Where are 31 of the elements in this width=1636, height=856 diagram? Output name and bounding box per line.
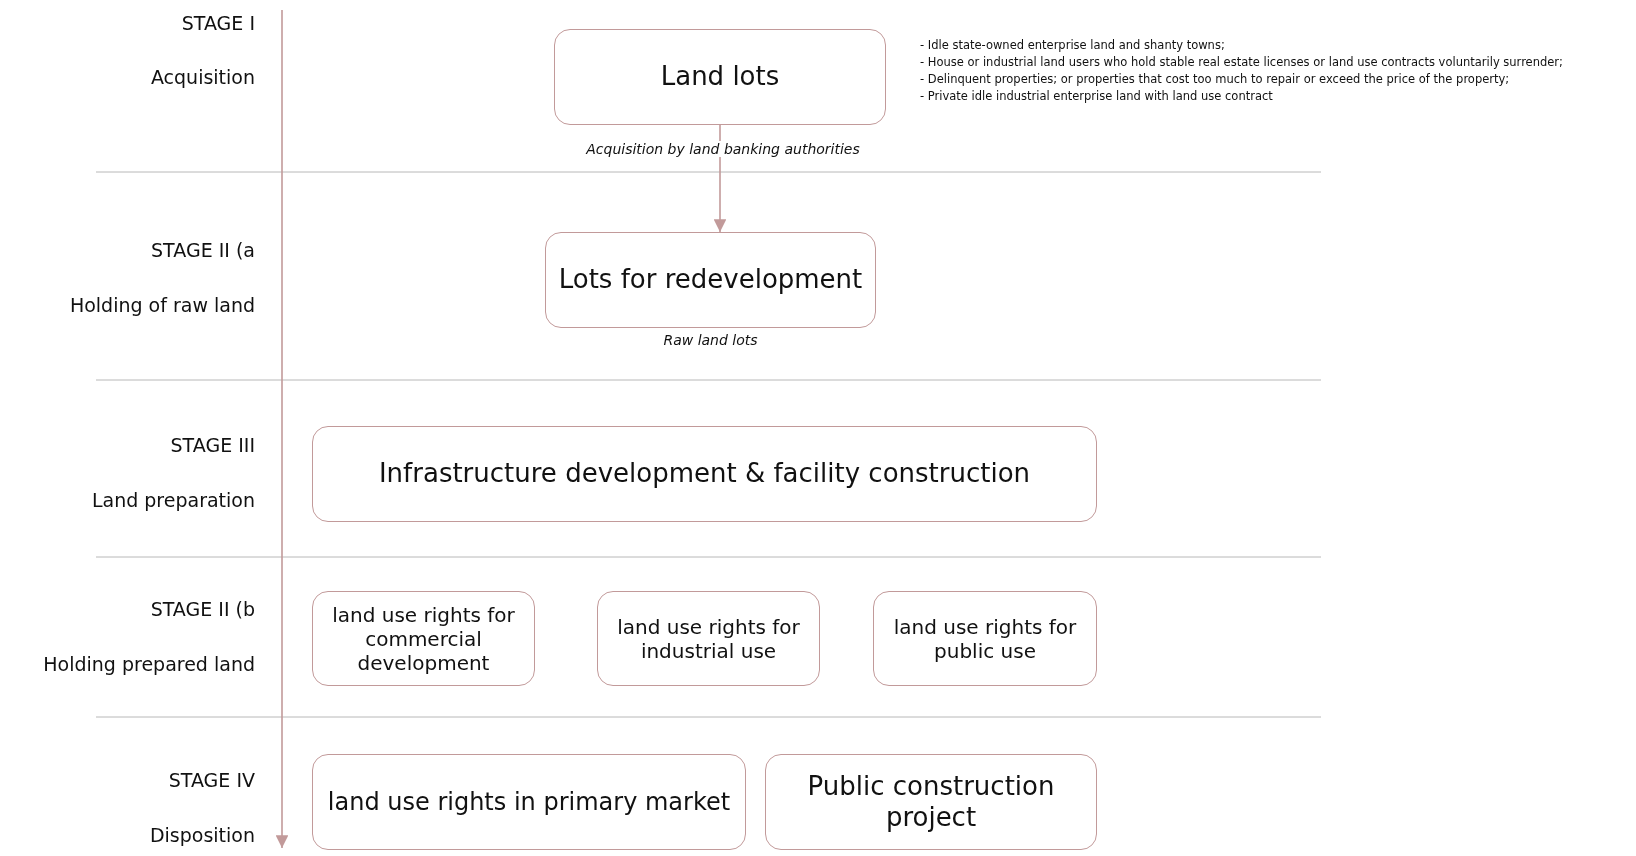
stage-label: Holding prepared land — [42, 653, 255, 675]
box-label: Public construction project — [806, 770, 1056, 834]
stage-label: Acquisition — [149, 66, 255, 88]
process-box — [312, 591, 535, 686]
stage-label: Land preparation — [90, 489, 255, 511]
note-text: - Private idle industrial enterprise land with land use contract — [920, 89, 1273, 103]
process-box — [597, 591, 820, 686]
caption-text: Raw land lots — [662, 332, 759, 348]
process-box — [873, 591, 1097, 686]
stage-label: STAGE I — [180, 12, 255, 34]
box-label: land use rights for industrial use — [616, 614, 801, 663]
box-label: Infrastructure development & facility construction — [378, 458, 1031, 490]
box-label: land use rights for public use — [892, 614, 1078, 663]
note-text: - House or industrial land users who hold stable real estate licenses or land use contracts voluntarily surrender; — [920, 55, 1563, 69]
stage-label: STAGE IV — [167, 769, 255, 791]
process-box — [554, 29, 886, 125]
stage-label: Holding of raw land — [68, 294, 255, 316]
process-box — [312, 754, 746, 850]
box-label: land use rights for commercial development — [331, 602, 516, 675]
stage-label: STAGE II (a — [150, 239, 255, 261]
note-text: - Idle state-owned enterprise land and shanty towns; — [920, 38, 1225, 52]
process-box — [545, 232, 876, 328]
stage-label: STAGE III — [169, 434, 255, 456]
stage-label: STAGE II (b — [149, 598, 255, 620]
process-box — [765, 754, 1097, 850]
box-label: land use rights in primary market — [327, 787, 731, 817]
box-label: Land lots — [660, 61, 780, 93]
process-box — [312, 426, 1097, 522]
stage-label: Disposition — [148, 824, 255, 846]
note-text: - Delinquent properties; or properties that cost too much to repair or exceed the price of the property; — [920, 72, 1510, 86]
box-label: Lots for redevelopment — [558, 264, 863, 296]
